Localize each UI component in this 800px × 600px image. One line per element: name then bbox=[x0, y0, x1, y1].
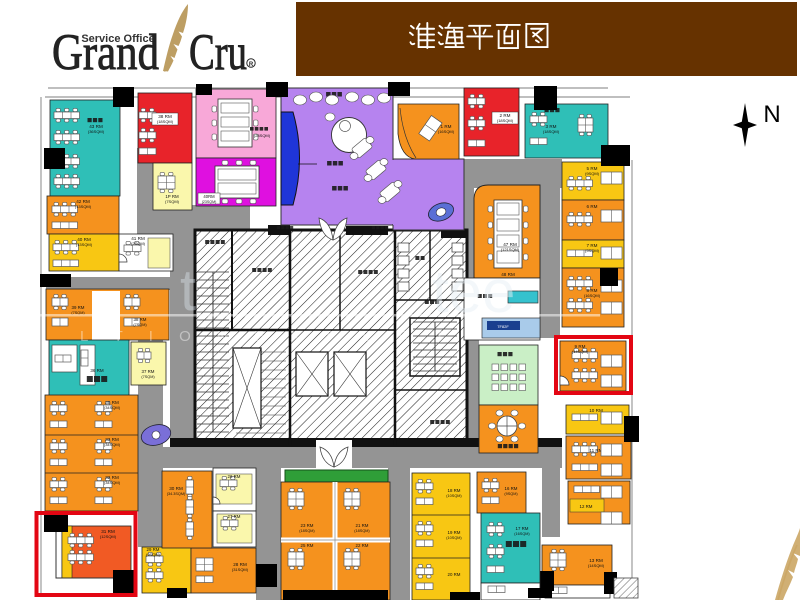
svg-text:18 RM: 18 RM bbox=[448, 488, 461, 493]
svg-text:(16SQM): (16SQM) bbox=[438, 129, 455, 134]
svg-text:(28SQM): (28SQM) bbox=[254, 133, 271, 138]
svg-text:R: R bbox=[249, 62, 254, 68]
svg-text:(34SQM): (34SQM) bbox=[104, 442, 121, 447]
svg-text:(23SQM): (23SQM) bbox=[202, 200, 217, 204]
svg-text:(18SQM): (18SQM) bbox=[543, 129, 560, 134]
svg-text:37 RM: 37 RM bbox=[142, 369, 155, 374]
svg-text:(34SQM): (34SQM) bbox=[104, 405, 121, 410]
svg-text:(7SQM): (7SQM) bbox=[141, 375, 155, 379]
svg-text:(9SQM): (9SQM) bbox=[146, 552, 161, 557]
svg-text:31 RM: 31 RM bbox=[101, 529, 115, 534]
svg-text:17 RM: 17 RM bbox=[516, 526, 529, 531]
svg-text:40RM: 40RM bbox=[203, 194, 215, 199]
svg-text:t: t bbox=[180, 258, 196, 323]
svg-text:23 RM: 23 RM bbox=[301, 523, 314, 528]
svg-text:16 RM: 16 RM bbox=[505, 486, 518, 491]
svg-text:(31SQM): (31SQM) bbox=[232, 567, 249, 572]
svg-text:Service Office: Service Office bbox=[81, 33, 154, 45]
svg-text:26 RM: 26 RM bbox=[228, 474, 241, 479]
svg-text:tee: tee bbox=[432, 258, 515, 325]
svg-text:30 RM: 30 RM bbox=[169, 486, 183, 491]
svg-text:5 RM: 5 RM bbox=[587, 166, 598, 171]
svg-text:38 RM: 38 RM bbox=[158, 114, 172, 119]
svg-text:19 RM: 19 RM bbox=[448, 530, 461, 535]
svg-text:(10SQM): (10SQM) bbox=[446, 536, 462, 540]
svg-text:(18SQM): (18SQM) bbox=[354, 529, 370, 533]
svg-text:32 RM: 32 RM bbox=[105, 475, 119, 480]
svg-text:1 RM: 1 RM bbox=[441, 124, 452, 129]
svg-text:(7SQM): (7SQM) bbox=[165, 199, 180, 204]
svg-text:(13SQM): (13SQM) bbox=[76, 242, 93, 247]
svg-text:9 RM: 9 RM bbox=[575, 344, 586, 349]
svg-text:29 RM: 29 RM bbox=[147, 547, 160, 552]
svg-text:(18SQM): (18SQM) bbox=[157, 119, 174, 124]
svg-text:38 RM: 38 RM bbox=[134, 317, 147, 322]
svg-text:35 RM: 35 RM bbox=[105, 400, 119, 405]
svg-text:12 RM: 12 RM bbox=[580, 504, 593, 509]
svg-text:42 RM: 42 RM bbox=[76, 199, 90, 204]
svg-text:21 RM: 21 RM bbox=[356, 523, 369, 528]
svg-text:13 RM: 13 RM bbox=[589, 558, 603, 563]
svg-text:7F82F: 7F82F bbox=[497, 324, 509, 329]
svg-text:3 RM: 3 RM bbox=[546, 124, 557, 129]
svg-text:(16SQM): (16SQM) bbox=[514, 532, 530, 536]
svg-text:20 RM: 20 RM bbox=[448, 572, 461, 577]
svg-text:(14SQM): (14SQM) bbox=[588, 563, 605, 568]
svg-text:1P RM: 1P RM bbox=[165, 194, 179, 199]
svg-text:(34SQM): (34SQM) bbox=[104, 480, 121, 485]
svg-text:27 RM: 27 RM bbox=[228, 514, 241, 519]
svg-text:(7SQM): (7SQM) bbox=[133, 323, 147, 327]
svg-text:(9SQM): (9SQM) bbox=[585, 171, 600, 176]
svg-text:2 RM: 2 RM bbox=[500, 113, 511, 118]
svg-text:41 RM: 41 RM bbox=[131, 236, 145, 241]
svg-text:40 RM: 40 RM bbox=[77, 237, 91, 242]
svg-text:43 RM: 43 RM bbox=[89, 124, 103, 129]
svg-text:L T I O N E X P E R T: L T I O N E X P E R T bbox=[80, 328, 455, 345]
svg-text:22 RM: 22 RM bbox=[356, 543, 369, 548]
svg-text:(7SQM): (7SQM) bbox=[71, 311, 85, 315]
svg-text:(18SQM): (18SQM) bbox=[497, 118, 514, 123]
svg-text:25 RM: 25 RM bbox=[301, 543, 314, 548]
svg-text:(10SQM): (10SQM) bbox=[446, 494, 462, 498]
svg-text:28 RM: 28 RM bbox=[233, 562, 247, 567]
svg-text:8 RM: 8 RM bbox=[587, 288, 598, 293]
svg-text:Grand: Grand bbox=[52, 25, 159, 81]
svg-text:Cru: Cru bbox=[189, 25, 247, 81]
svg-text:36 RM: 36 RM bbox=[90, 368, 104, 373]
svg-text:N: N bbox=[763, 101, 780, 128]
svg-text:7 RM: 7 RM bbox=[587, 243, 598, 248]
svg-text:48 RM: 48 RM bbox=[501, 272, 515, 277]
svg-text:11 RM: 11 RM bbox=[589, 448, 602, 453]
svg-text:6 RM: 6 RM bbox=[587, 204, 598, 209]
svg-text:(2SQM): (2SQM) bbox=[131, 241, 146, 246]
svg-text:(9SQM): (9SQM) bbox=[585, 248, 600, 253]
svg-text:(12SQM): (12SQM) bbox=[100, 534, 117, 539]
svg-text:(9SQM): (9SQM) bbox=[504, 492, 518, 496]
svg-text:10 RM: 10 RM bbox=[589, 408, 603, 413]
svg-text:39 RM: 39 RM bbox=[72, 305, 85, 310]
svg-text:(34.3SQM): (34.3SQM) bbox=[167, 492, 186, 496]
svg-text:(14SQM): (14SQM) bbox=[572, 349, 589, 354]
svg-text:(13SQM): (13SQM) bbox=[75, 204, 92, 209]
svg-text:(36SQM): (36SQM) bbox=[88, 129, 105, 134]
svg-text:(18SQM): (18SQM) bbox=[299, 529, 315, 533]
svg-text:33 RM: 33 RM bbox=[105, 437, 119, 442]
svg-text:47 RM: 47 RM bbox=[503, 242, 517, 247]
svg-text:(16SQM): (16SQM) bbox=[584, 293, 601, 298]
svg-text:(121SQM): (121SQM) bbox=[501, 247, 520, 252]
